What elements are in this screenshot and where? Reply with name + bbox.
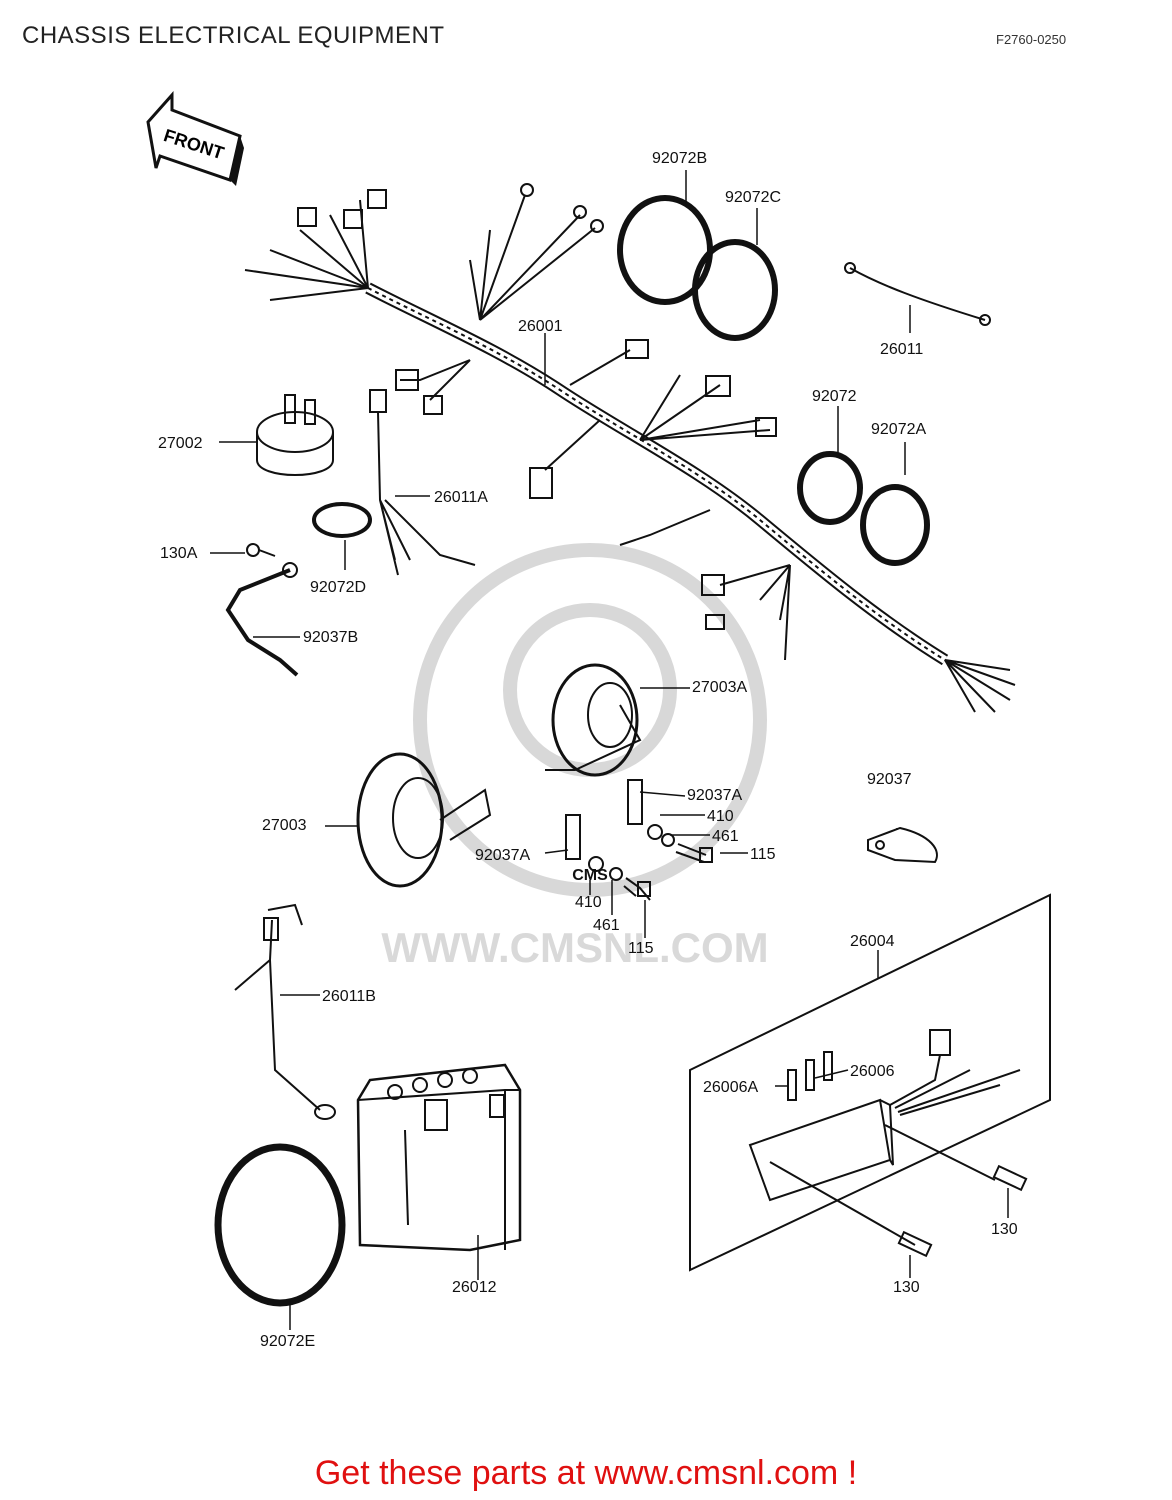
part-label-461-upper: 461 bbox=[712, 828, 739, 845]
band-92072 bbox=[797, 451, 863, 525]
horn-27003A bbox=[545, 663, 642, 777]
part-label-115-upper: 115 bbox=[750, 846, 776, 863]
part-label-92072C: 92072C bbox=[725, 189, 781, 206]
part-label-92037B: 92037B bbox=[303, 629, 358, 646]
part-label-26011A: 26011A bbox=[434, 489, 488, 506]
part-label-130-upper: 130 bbox=[991, 1221, 1018, 1238]
lead-26011B bbox=[234, 903, 336, 1120]
leader-lines bbox=[210, 170, 1009, 1330]
front-arrow: FRONT bbox=[146, 91, 244, 186]
bolt-130-lower bbox=[897, 1230, 933, 1258]
part-label-26012: 26012 bbox=[452, 1279, 497, 1296]
part-label-27002: 27002 bbox=[158, 435, 203, 452]
part-label-27003: 27003 bbox=[262, 817, 307, 834]
battery-26012 bbox=[356, 1063, 522, 1252]
part-label-92072D: 92072D bbox=[310, 579, 366, 596]
horn-27003 bbox=[356, 752, 492, 888]
bracket-92037A-upper bbox=[627, 779, 643, 825]
bracket-92037A-lower bbox=[565, 814, 581, 860]
sub-harness-26011A bbox=[369, 389, 476, 576]
part-label-26006A: 26006A bbox=[703, 1079, 758, 1096]
part-label-92072A: 92072A bbox=[871, 421, 926, 438]
junction-box-26004 bbox=[689, 893, 1051, 1272]
part-label-26011B: 26011B bbox=[322, 988, 376, 1005]
diagram-code: F2760-0250 bbox=[996, 32, 1067, 47]
band-92072C bbox=[692, 239, 778, 341]
wiring-harness-main bbox=[244, 183, 1016, 713]
clamp-92037 bbox=[867, 826, 938, 864]
part-label-130-lower: 130 bbox=[893, 1279, 920, 1296]
part-label-115-lower: 115 bbox=[628, 940, 654, 957]
watermark-logo bbox=[413, 543, 767, 897]
lead-26011 bbox=[844, 262, 991, 326]
part-label-410-lower: 410 bbox=[575, 894, 602, 911]
part-label-92037A-lower: 92037A bbox=[475, 847, 530, 864]
part-label-92037: 92037 bbox=[867, 771, 912, 788]
bolt-130-upper bbox=[992, 1164, 1028, 1192]
part-label-26004: 26004 bbox=[850, 933, 895, 950]
footer-cta-link[interactable]: Get these parts at www.cmsnl.com ! bbox=[314, 1454, 858, 1492]
part-label-92072: 92072 bbox=[812, 388, 857, 405]
part-label-26011: 26011 bbox=[880, 341, 923, 358]
bolt-115-lower bbox=[588, 856, 651, 901]
flasher-relay-27002 bbox=[256, 394, 334, 476]
part-label-92037A-upper: 92037A bbox=[687, 787, 742, 804]
page-title: CHASSIS ELECTRICAL EQUIPMENT bbox=[22, 22, 445, 49]
part-label-92072E: 92072E bbox=[260, 1333, 315, 1350]
part-labels: 92072B 92072C 26001 26011 27002 26011A 9… bbox=[158, 150, 1018, 1350]
part-label-26001: 26001 bbox=[518, 318, 563, 335]
band-92072A bbox=[860, 484, 930, 566]
part-label-27003A: 27003A bbox=[692, 679, 747, 696]
bracket-92037B bbox=[225, 562, 299, 677]
part-label-26006: 26006 bbox=[850, 1063, 895, 1080]
band-92072E bbox=[214, 1143, 346, 1307]
band-92072D bbox=[312, 502, 372, 538]
part-label-410-upper: 410 bbox=[707, 808, 734, 825]
part-label-130A: 130A bbox=[160, 545, 198, 562]
watermark-text: WWW.CMSNL.COM bbox=[381, 924, 768, 971]
part-label-92072B: 92072B bbox=[652, 150, 707, 167]
bolt-115-upper bbox=[647, 824, 713, 863]
bolt-130A bbox=[246, 543, 276, 557]
part-label-461-lower: 461 bbox=[593, 917, 620, 934]
